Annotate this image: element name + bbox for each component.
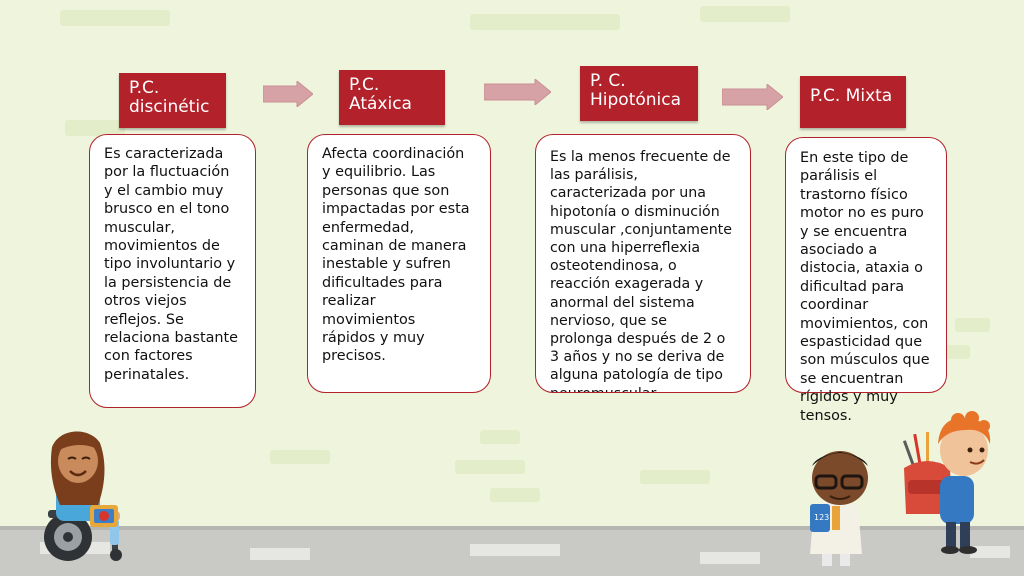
step-card-discinetica: Es caracterizada por la fluctuación y el… <box>89 134 256 408</box>
wall-brick <box>470 14 620 30</box>
arrow-right-icon <box>484 79 551 105</box>
floor-tile <box>700 552 760 564</box>
wall-brick <box>455 460 525 474</box>
floor-edge <box>0 526 1024 532</box>
wall-brick <box>60 10 170 26</box>
step-description: En este tipo de parálisis el trastorno f… <box>800 150 930 424</box>
girl-wheelchair-illustration <box>44 431 122 561</box>
step-title-hipotonica: P. C. Hipotónica <box>580 66 698 121</box>
step-title-mixta: P.C. Mixta <box>800 76 906 128</box>
step-description: Es la menos frecuente de las parálisis, … <box>550 149 732 392</box>
boy-glasses-illustration: 123 <box>810 451 868 566</box>
step-card-ataxica: Afecta coordinación y equilibrio. Las pe… <box>307 134 491 393</box>
wall-brick <box>640 470 710 484</box>
arrow-right-icon <box>263 81 313 107</box>
floor-tile <box>970 546 1010 558</box>
step-description: Es caracterizada por la fluctuación y el… <box>104 146 239 383</box>
step-title-ataxica: P.C. Atáxica <box>339 70 445 125</box>
wall-brick <box>480 430 520 444</box>
wall-brick <box>270 450 330 464</box>
wall-brick <box>65 120 125 136</box>
wall-brick <box>490 488 540 502</box>
wall-brick <box>955 318 990 332</box>
step-title-discinetica: P.C. discinétic <box>119 73 226 128</box>
step-description: Afecta coordinación y equilibrio. Las pe… <box>322 146 470 365</box>
floor-tile <box>470 544 560 556</box>
boy-backpack-illustration <box>902 411 991 554</box>
floor-tile <box>250 548 310 560</box>
wall-brick <box>700 6 790 22</box>
step-card-hipotonica: Es la menos frecuente de las parálisis, … <box>535 134 751 393</box>
arrow-right-icon <box>722 84 783 110</box>
step-card-mixta: En este tipo de parálisis el trastorno f… <box>785 137 947 424</box>
svg-text:123: 123 <box>814 513 829 522</box>
